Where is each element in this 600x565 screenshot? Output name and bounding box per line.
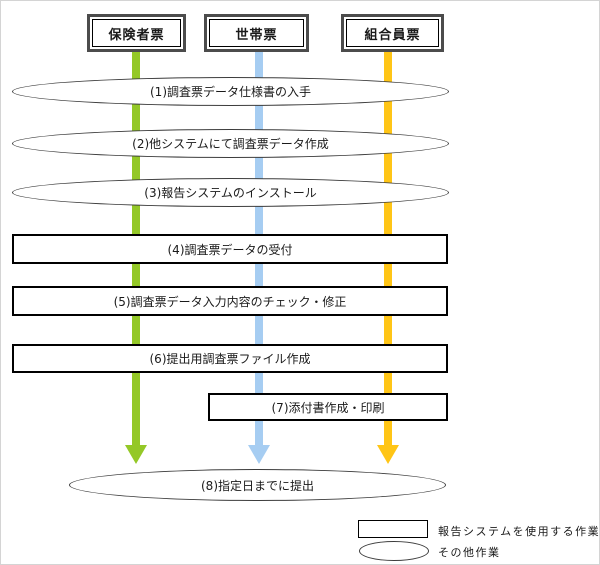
- hokensha-arrow-head: [125, 445, 147, 464]
- legend-ellipse-symbol: [359, 541, 429, 561]
- step-4-rect: (4)調査票データの受付: [12, 234, 448, 264]
- step-6-rect: (6)提出用調査票ファイル作成: [12, 344, 448, 373]
- step-5-rect: (5)調査票データ入力内容のチェック・修正: [12, 286, 448, 316]
- header-box-hokenshahyo: 保険者票: [87, 14, 186, 52]
- header-box-kumiaiinhyo: 組合員票: [341, 14, 444, 52]
- header-box-hokenshahyo-label: 保険者票: [92, 19, 181, 47]
- legend-rect-symbol: [358, 520, 428, 538]
- step-2-ellipse: (2)他システムにて調査票データ作成: [12, 129, 449, 158]
- step-8-ellipse: (8)指定日までに提出: [69, 469, 446, 501]
- step-3-ellipse: (3)報告システムのインストール: [12, 178, 449, 207]
- legend-ellipse-label: その他作業: [438, 546, 501, 559]
- setai-arrow-head: [248, 445, 270, 464]
- header-box-setaihyo-label: 世帯票: [209, 19, 304, 47]
- legend-rect-label: 報告システムを使用する作業: [438, 525, 600, 538]
- step-1-ellipse: (1)調査票データ仕様書の入手: [12, 77, 449, 106]
- step-7-rect: (7)添付書作成・印刷: [208, 393, 448, 421]
- kumiaiin-arrow-head: [377, 445, 399, 464]
- header-box-setaihyo: 世帯票: [204, 14, 309, 52]
- header-box-kumiaiinhyo-label: 組合員票: [346, 19, 439, 47]
